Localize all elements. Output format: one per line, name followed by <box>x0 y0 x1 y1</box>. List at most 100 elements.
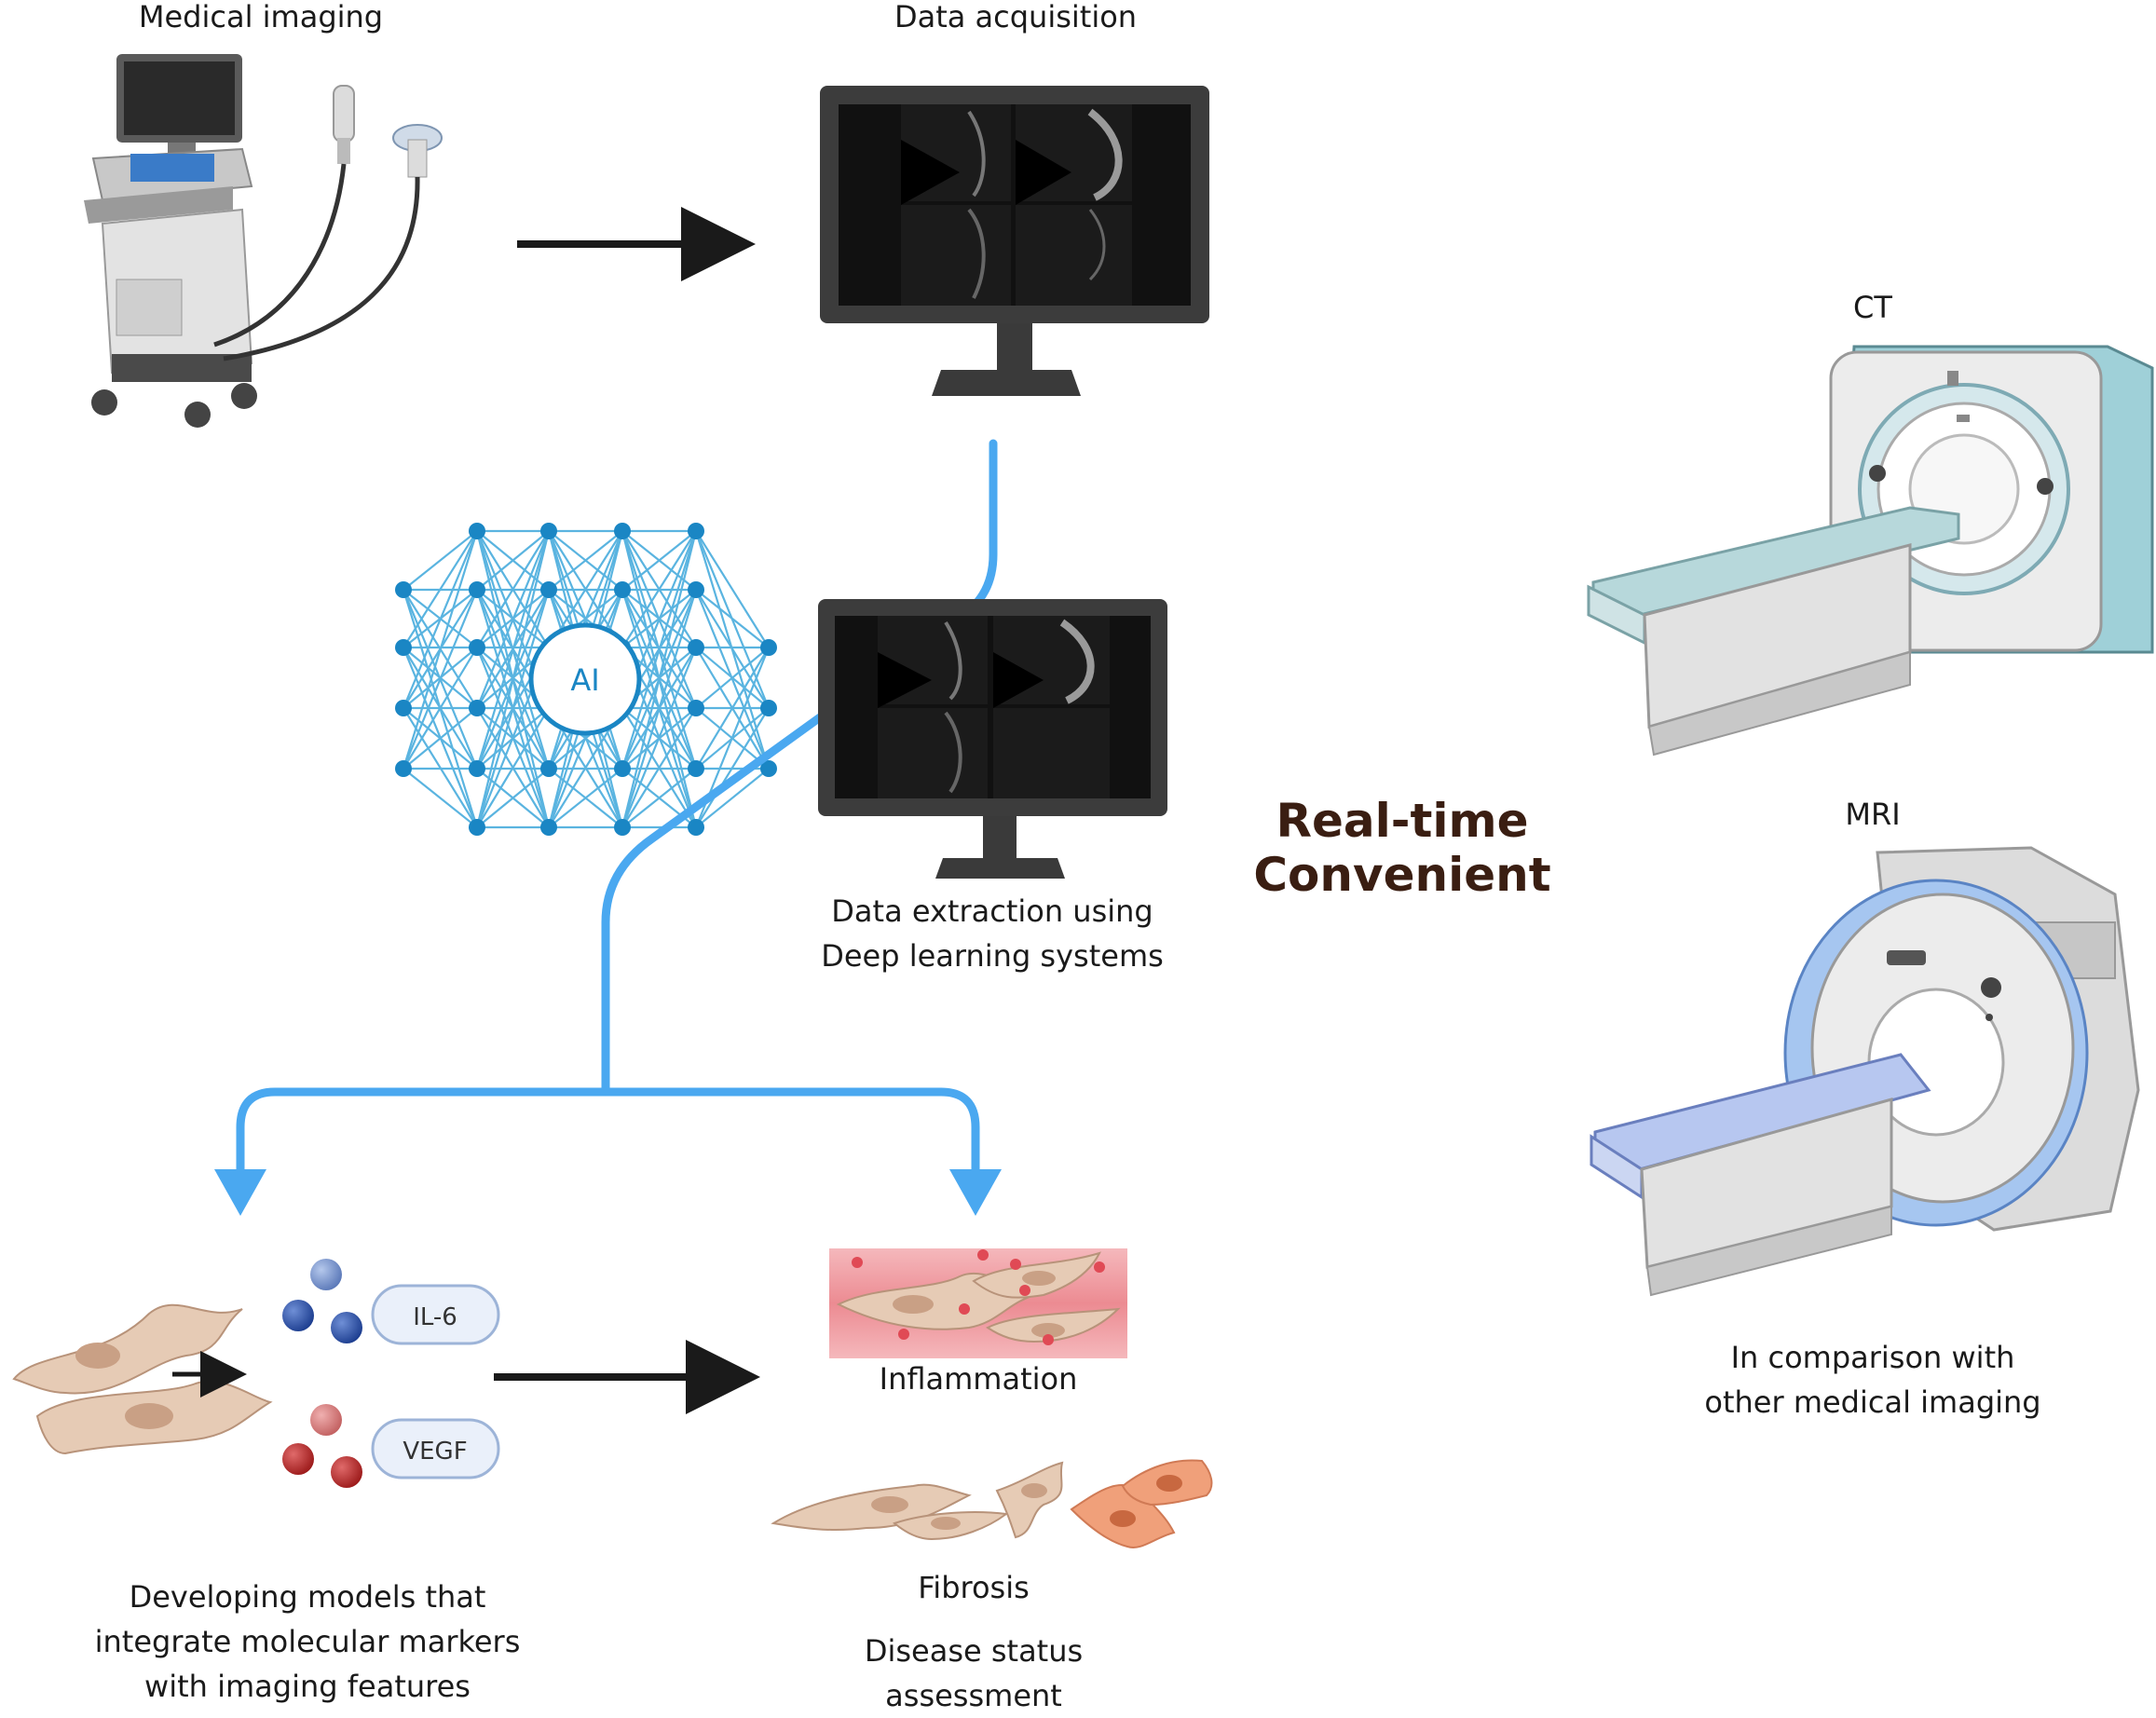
network-node <box>395 639 412 656</box>
network-edge <box>403 707 478 770</box>
network-edge <box>476 707 550 828</box>
ct-label: CT <box>1853 290 1892 325</box>
fibroblast-icon <box>771 1459 1213 1548</box>
comparison-line-2: other medical imaging <box>1704 1384 2041 1420</box>
network-edge <box>621 768 697 828</box>
network-node <box>540 523 557 539</box>
developing-models-label: Developing models that integrate molecul… <box>84 1575 531 1709</box>
network-edge <box>621 707 697 828</box>
network-node <box>469 760 485 777</box>
monitor-icon <box>820 86 1209 396</box>
network-edge <box>476 530 550 591</box>
network-edge <box>403 530 478 648</box>
network-edge <box>548 768 623 828</box>
data-extraction-line-2: Deep learning systems <box>821 938 1164 974</box>
inflammation-label: Inflammation <box>879 1361 1078 1397</box>
network-node <box>614 819 631 836</box>
network-node <box>540 581 557 598</box>
network-edge <box>695 647 770 770</box>
network-edge <box>694 589 771 770</box>
network-edge <box>475 530 551 770</box>
mri-scanner-icon <box>1590 846 2140 1297</box>
network-edge <box>403 647 478 770</box>
network-node <box>469 523 485 539</box>
monitor-icon <box>818 599 1167 879</box>
network-node <box>688 581 704 598</box>
network-node <box>614 581 631 598</box>
developing-models-line-2: integrate molecular markers <box>94 1624 521 1659</box>
il6-label: IL-6 <box>413 1303 457 1331</box>
network-edge <box>621 530 697 648</box>
network-edge <box>403 768 478 828</box>
ai-circle <box>528 622 642 736</box>
network-node <box>469 819 485 836</box>
il6-badge <box>371 1284 500 1345</box>
network-node <box>469 700 485 716</box>
network-node <box>688 760 704 777</box>
cell-icon <box>12 1303 273 1455</box>
network-edge <box>695 707 770 828</box>
network-node <box>540 819 557 836</box>
network-node <box>614 760 631 777</box>
convenient-label: Convenient <box>1253 848 1551 902</box>
ct-scanner-icon <box>1587 345 2154 757</box>
network-edge <box>695 768 770 828</box>
data-acquisition-label: Data acquisition <box>894 0 1138 34</box>
inflamed-tissue-icon <box>829 1248 1127 1358</box>
flow-arrowhead-left <box>214 1169 266 1216</box>
ai-label: AI <box>570 662 599 698</box>
data-extraction-line-1: Data extraction using <box>831 893 1153 929</box>
network-edge <box>475 530 551 709</box>
network-node <box>395 700 412 716</box>
network-edge <box>475 589 551 828</box>
network-edge <box>402 530 479 709</box>
network-node <box>760 639 777 656</box>
network-node <box>614 523 631 539</box>
network-edge <box>621 530 697 591</box>
network-edge <box>621 530 698 770</box>
network-node <box>688 639 704 656</box>
network-edge <box>475 530 551 828</box>
network-node <box>540 760 557 777</box>
protein-sphere-icon <box>282 1259 362 1488</box>
flow-arrowhead-right <box>949 1169 1002 1216</box>
network-edge <box>621 647 698 828</box>
comparison-label: In comparison with other medical imaging <box>1696 1335 2050 1425</box>
vegf-badge <box>371 1418 500 1479</box>
network-edge <box>402 530 479 770</box>
network-edge <box>402 589 479 770</box>
network-node <box>688 819 704 836</box>
network-node <box>469 581 485 598</box>
medical-imaging-label: Medical imaging <box>138 0 384 34</box>
network-node <box>760 760 777 777</box>
network-edge <box>695 589 770 709</box>
fibrosis-label: Fibrosis <box>918 1570 1030 1605</box>
data-extraction-label: Data extraction using Deep learning syst… <box>801 889 1183 978</box>
real-time-label: Real-time <box>1276 794 1529 848</box>
network-edge <box>403 530 478 591</box>
network-edge <box>695 530 770 648</box>
network-edge <box>621 530 698 828</box>
network-edge <box>548 530 623 648</box>
developing-models-line-3: with imaging features <box>144 1669 471 1704</box>
network-edge <box>695 589 770 648</box>
network-node <box>469 639 485 656</box>
network-edge <box>621 589 698 828</box>
disease-status-label: Disease status assessment <box>820 1629 1127 1718</box>
network-node <box>395 760 412 777</box>
network-edge <box>695 647 770 709</box>
network-node <box>688 700 704 716</box>
ultrasound-machine-icon <box>84 54 443 428</box>
network-edge <box>548 530 623 591</box>
network-node <box>760 700 777 716</box>
network-node <box>688 523 704 539</box>
disease-status-line-2: assessment <box>885 1678 1062 1713</box>
mri-label: MRI <box>1845 797 1901 832</box>
network-edge <box>476 530 550 648</box>
comparison-line-1: In comparison with <box>1730 1340 2015 1375</box>
network-node <box>395 581 412 598</box>
vegf-label: VEGF <box>403 1438 467 1466</box>
developing-models-line-1: Developing models that <box>129 1579 486 1615</box>
network-edge <box>476 768 550 828</box>
